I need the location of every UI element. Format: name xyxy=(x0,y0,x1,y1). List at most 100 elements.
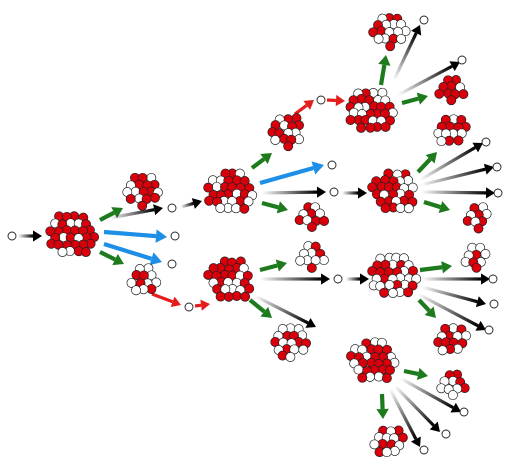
nucleus-top xyxy=(345,87,398,133)
absorbed-neutron-arrow xyxy=(326,94,345,107)
neutron-arrow xyxy=(388,388,421,447)
proton xyxy=(125,193,136,204)
neutron xyxy=(285,352,296,362)
nucleus-bottom xyxy=(346,337,400,384)
neutron xyxy=(231,203,241,214)
neutron xyxy=(403,203,414,214)
proton xyxy=(458,89,469,100)
proton xyxy=(473,223,484,234)
neutron xyxy=(295,255,306,266)
proton xyxy=(319,216,330,226)
free-neutron xyxy=(329,187,339,197)
daughter-arrow xyxy=(423,199,451,213)
neutron xyxy=(277,324,288,334)
neutron-arrow xyxy=(342,187,367,199)
proton xyxy=(365,122,376,133)
free-neutron xyxy=(167,203,177,213)
proton xyxy=(150,192,160,203)
arrows-layer xyxy=(18,24,496,447)
daughter-nucleus xyxy=(436,369,470,401)
proton xyxy=(381,373,392,384)
daughter-arrow xyxy=(403,367,428,381)
proton xyxy=(356,122,367,133)
daughter-nucleus xyxy=(368,13,411,52)
neutron-arrow xyxy=(397,61,461,97)
neutron-arrow xyxy=(254,294,316,328)
neutron-arrow xyxy=(261,186,326,198)
proton xyxy=(204,195,215,206)
proton xyxy=(434,88,445,99)
daughter-arrow xyxy=(248,298,272,319)
neutron-arrow xyxy=(392,24,422,81)
daughter-arrow xyxy=(416,151,437,174)
daughter-nucleus xyxy=(126,263,162,296)
free-neutron xyxy=(419,445,429,455)
proton xyxy=(403,287,414,298)
proton xyxy=(240,291,251,302)
daughter-arrow xyxy=(259,259,288,273)
proton xyxy=(385,41,396,52)
daughter-nucleus xyxy=(122,172,163,211)
proton xyxy=(203,269,214,280)
particles-layer xyxy=(7,13,503,458)
nucleus-lower xyxy=(203,256,255,302)
daughter-arrow xyxy=(99,250,124,266)
neutron-arrow xyxy=(109,204,164,220)
proton xyxy=(367,182,378,193)
absorbed-neutron-arrow xyxy=(194,299,211,311)
proton xyxy=(306,222,317,232)
daughter-arrow xyxy=(419,261,452,274)
daughter-arrow xyxy=(250,152,272,170)
daughter-arrow xyxy=(378,54,391,86)
neutron xyxy=(395,203,406,213)
daughter-arrow xyxy=(376,393,389,420)
free-neutron xyxy=(327,160,337,170)
neutron xyxy=(373,371,384,382)
neutron-arrow xyxy=(399,376,462,413)
proton xyxy=(203,182,214,193)
free-neutron xyxy=(167,259,177,269)
proton xyxy=(471,262,482,273)
neutron xyxy=(270,135,281,145)
free-neutron xyxy=(316,95,326,105)
energy-arrow xyxy=(259,161,324,186)
incoming-neutron xyxy=(7,231,17,241)
neutron xyxy=(243,196,254,207)
neutron xyxy=(131,285,142,296)
energy-arrow xyxy=(103,229,167,243)
neutron xyxy=(57,247,68,257)
proton xyxy=(377,438,388,449)
absorbed-neutron-arrow xyxy=(151,292,182,308)
proton xyxy=(223,291,234,302)
daughter-nucleus xyxy=(433,323,471,356)
proton xyxy=(306,262,317,273)
daughter-nucleus xyxy=(434,75,469,106)
neutron xyxy=(387,288,398,298)
neutron xyxy=(369,439,380,450)
absorbed-neutron-arrow xyxy=(294,100,315,116)
neutron-arrow xyxy=(419,142,483,182)
nucleus-right-upper xyxy=(367,168,418,214)
proton xyxy=(345,115,356,125)
neutron-arrow xyxy=(346,273,369,285)
daughter-arrow xyxy=(99,207,124,222)
daughter-nucleus xyxy=(433,114,471,147)
proton xyxy=(80,247,91,258)
daughter-arrow xyxy=(261,200,288,214)
nucleus-upper xyxy=(203,168,258,214)
neutron xyxy=(318,255,329,266)
daughter-arrow xyxy=(401,92,428,106)
neutron xyxy=(373,33,384,44)
nucleus-right-lower xyxy=(367,252,422,298)
free-neutron xyxy=(459,407,469,417)
free-neutron xyxy=(457,55,467,65)
daughter-nucleus xyxy=(295,241,329,273)
free-neutron xyxy=(489,299,499,309)
incoming-neutron-arrow xyxy=(18,230,42,242)
neutron xyxy=(436,136,447,147)
neutron-arrow xyxy=(420,163,495,187)
neutron xyxy=(381,447,392,458)
proton xyxy=(453,135,464,146)
